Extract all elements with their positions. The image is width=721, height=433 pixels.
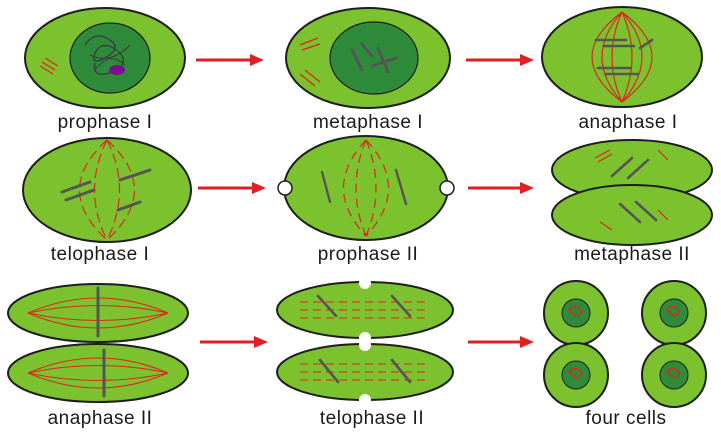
telophase-2-cells xyxy=(277,277,453,406)
label-metaphase-2: metaphase II xyxy=(574,244,690,266)
metaphase-2-cells xyxy=(552,140,712,245)
metaphase-1-cell xyxy=(286,8,450,108)
daughter-cell xyxy=(642,281,706,345)
arrow-icon xyxy=(466,54,534,66)
label-metaphase-1: metaphase I xyxy=(313,112,423,134)
daughter-cell xyxy=(544,281,608,345)
daughter-cell xyxy=(544,343,608,407)
label-telophase-2: telophase II xyxy=(320,408,424,430)
arrow-icon xyxy=(196,54,264,66)
arrow-icon xyxy=(468,182,534,194)
anaphase-1-cell xyxy=(542,7,702,107)
arrow-icon xyxy=(468,336,534,348)
arrow-icon xyxy=(198,182,266,194)
label-prophase-1: prophase I xyxy=(58,112,153,134)
telophase-1-cell xyxy=(23,138,191,242)
arrow-icon xyxy=(200,336,268,348)
anaphase-2-cells xyxy=(8,284,188,402)
daughter-cell xyxy=(642,343,706,407)
label-telophase-1: telophase I xyxy=(51,244,149,266)
prophase-1-cell xyxy=(25,8,185,108)
prophase-2-cell xyxy=(278,136,454,240)
four-cells-group xyxy=(544,281,706,407)
label-prophase-2: prophase II xyxy=(318,244,419,266)
label-four-cells: four cells xyxy=(585,408,666,430)
label-anaphase-1: anaphase I xyxy=(578,112,677,134)
label-anaphase-2: anaphase II xyxy=(48,408,153,430)
